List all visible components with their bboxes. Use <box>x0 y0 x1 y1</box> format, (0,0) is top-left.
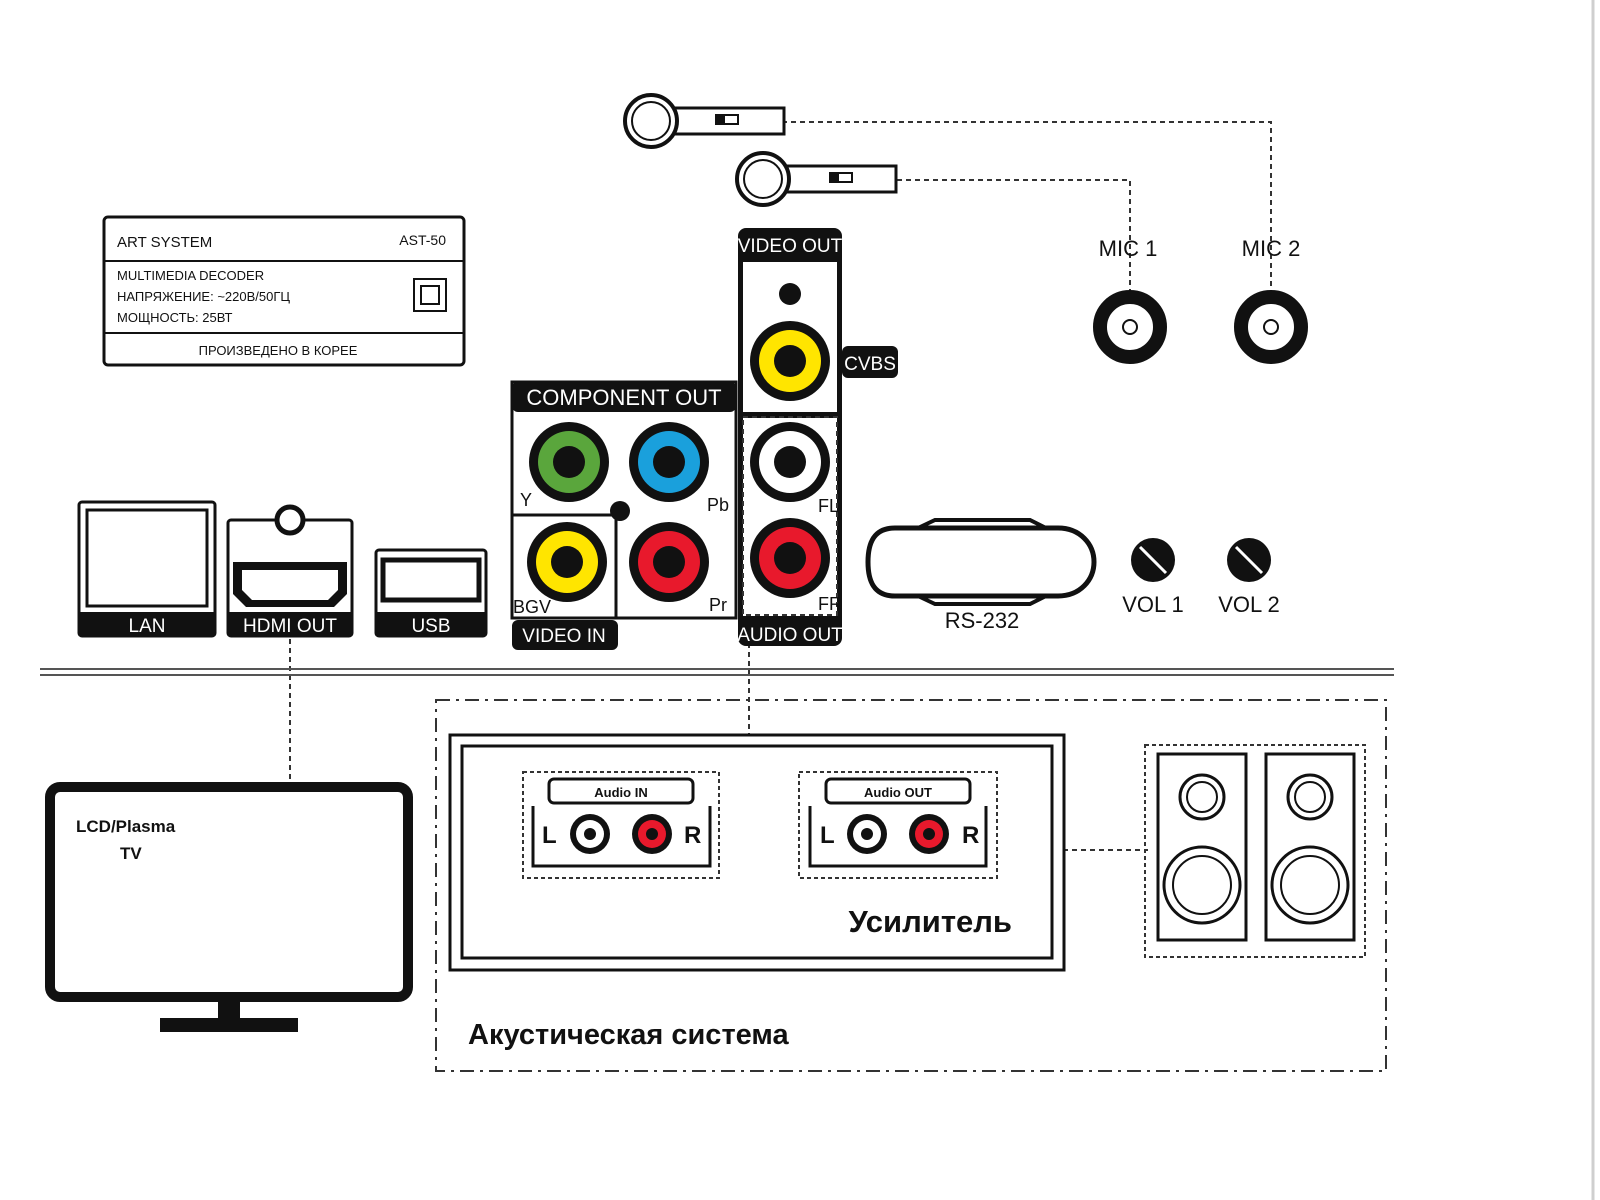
tv-label-line1: LCD/Plasma <box>76 817 176 836</box>
fr-label: FR <box>818 594 842 614</box>
speaker-right-icon <box>1264 752 1356 942</box>
audio-out-label: AUDIO OUT <box>737 625 843 646</box>
hdmi-label: HDMI OUT <box>243 616 337 637</box>
amp-audio-out-frame <box>798 771 998 879</box>
rca-video-in-port[interactable] <box>527 522 607 602</box>
amp-in-left-label: L <box>542 822 557 849</box>
vol2-label: VOL 2 <box>1218 592 1280 617</box>
mic2-jack[interactable] <box>1234 290 1308 364</box>
video-in-label: VIDEO IN <box>522 626 605 647</box>
mic2-label: MIC 2 <box>1242 236 1301 261</box>
device-label-plate <box>102 215 466 367</box>
bgv-label: BGV <box>513 597 551 617</box>
acoustic-system-title: Акустическая система <box>468 1019 789 1051</box>
rs232-port[interactable] <box>865 525 1097 599</box>
cvbs-label: CVBS <box>844 354 896 375</box>
brand-name: ART SYSTEM <box>117 234 212 251</box>
amp-in-right-label: R <box>684 822 701 849</box>
rs232-label: RS-232 <box>945 608 1020 633</box>
rca-y-port[interactable] <box>529 422 609 502</box>
hdmi-out-port[interactable] <box>226 504 354 638</box>
tv-icon <box>45 782 413 1032</box>
amp-audio-out-block <box>808 777 988 868</box>
speaker-left-icon <box>1156 752 1248 942</box>
amp-audio-in-block <box>531 777 712 868</box>
rca-fl-port[interactable] <box>750 422 830 502</box>
lan-port[interactable] <box>77 500 217 638</box>
amp-audio-in-label: Audio IN <box>594 785 647 800</box>
rca-pr-port[interactable] <box>629 522 709 602</box>
y-label: Y <box>520 490 532 510</box>
panel-divider <box>40 668 1394 676</box>
rca-pb-port[interactable] <box>629 422 709 502</box>
device-type: MULTIMEDIA DECODER <box>117 268 264 283</box>
made-in: ПРОИЗВЕДЕНО В КОРЕЕ <box>199 343 358 358</box>
amp-out-right-jack[interactable] <box>909 814 949 854</box>
amplifier-title: Усилитель <box>848 904 1012 939</box>
mic1-cable <box>897 179 1131 317</box>
power-spec: МОЩНОСТЬ: 25ВТ <box>117 310 233 325</box>
component-out-label: COMPONENT OUT <box>526 385 721 410</box>
amp-in-left-jack[interactable] <box>570 814 610 854</box>
rs232-shell <box>917 518 1047 606</box>
microphone-2-icon <box>623 93 786 149</box>
speakers-frame <box>1144 744 1366 958</box>
model-number: AST-50 <box>399 232 446 248</box>
amp-in-right-jack[interactable] <box>632 814 672 854</box>
amp-audio-in-frame <box>522 771 720 879</box>
mic2-cable <box>782 121 1272 317</box>
amp-out-left-label: L <box>820 822 835 849</box>
rca-cvbs-port[interactable] <box>750 321 830 401</box>
rca-fr-port[interactable] <box>750 518 830 598</box>
vol1-label: VOL 1 <box>1122 592 1184 617</box>
amp-out-left-jack[interactable] <box>847 814 887 854</box>
acoustic-system-frame <box>435 699 1387 1072</box>
microphone-1-icon <box>735 151 898 207</box>
pr-label: Pr <box>709 595 727 615</box>
amp-out-right-label: R <box>962 822 979 849</box>
fl-label: FL <box>818 496 839 516</box>
usb-port[interactable] <box>374 548 488 638</box>
mic1-jack[interactable] <box>1093 290 1167 364</box>
mic1-label: MIC 1 <box>1099 236 1158 261</box>
vol2-knob[interactable] <box>1227 538 1271 582</box>
vol1-knob[interactable] <box>1131 538 1175 582</box>
lan-label: LAN <box>129 616 166 637</box>
video-out-label: VIDEO OUT <box>738 236 843 257</box>
tv-label-line2: TV <box>120 844 142 863</box>
amp-audio-out-label: Audio OUT <box>864 785 932 800</box>
usb-label: USB <box>411 616 450 637</box>
pb-label: Pb <box>707 495 729 515</box>
voltage-spec: НАПРЯЖЕНИЕ: ~220В/50ГЦ <box>117 289 290 304</box>
